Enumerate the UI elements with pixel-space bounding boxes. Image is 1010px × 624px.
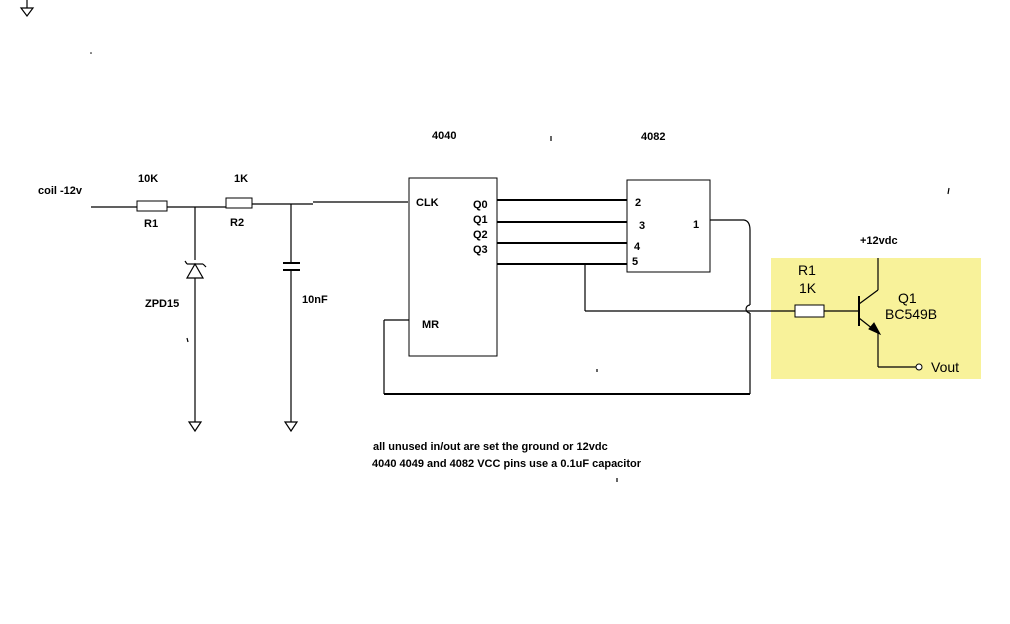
ic-4040-q0: Q0	[473, 199, 488, 211]
r2-ref: R2	[230, 217, 244, 229]
ic-4040-q3: Q3	[473, 244, 488, 256]
zener-diode	[184, 207, 207, 433]
ic-4082-pin-3: 3	[639, 220, 645, 232]
ic-4082-name: 4082	[641, 131, 665, 143]
ic-4040-mr: MR	[422, 319, 439, 331]
supply-label: +12vdc	[860, 235, 898, 247]
input-label: coil -12v	[38, 185, 83, 197]
output-resistor-value: 1K	[799, 280, 817, 296]
r2-value: 1K	[234, 173, 248, 185]
ic-4040-q2: Q2	[473, 229, 488, 241]
transistor-q1	[824, 258, 923, 371]
output-stage-highlight	[771, 258, 981, 379]
ic-4040-box	[408, 177, 498, 357]
output-resistor-ref: R1	[798, 262, 816, 278]
transistor-ref: Q1	[898, 290, 917, 306]
r1-input-value: 10K	[138, 173, 158, 185]
q3-to-base-wire	[584, 264, 795, 312]
ic-4082-pin-5: 5	[632, 256, 638, 268]
ic-4082-pin-4: 4	[634, 241, 641, 253]
stray-dot	[90, 52, 92, 54]
note-line-1: all unused in/out are set the ground or …	[373, 441, 608, 453]
ground-symbol-top	[19, 0, 35, 17]
vout-label: Vout	[931, 359, 959, 375]
ic-4082-box	[626, 179, 711, 273]
resistor-r1-input	[136, 200, 168, 212]
feedback-wire	[383, 219, 751, 395]
transistor-part: BC549B	[885, 306, 937, 322]
ic-4040-name: 4040	[432, 130, 456, 142]
ic-4082-pin-1: 1	[693, 219, 699, 231]
zener-ref: ZPD15	[145, 298, 179, 310]
resistor-r1-output	[794, 304, 825, 318]
counter-to-gate-wires	[497, 199, 627, 265]
ic-4040-q1: Q1	[473, 214, 488, 226]
input-wire	[91, 201, 408, 208]
capacitor-10nf	[283, 204, 300, 433]
vout-terminal	[915, 363, 923, 371]
r1-input-ref: R1	[144, 218, 158, 230]
ic-4082-pin-2: 2	[635, 197, 641, 209]
capacitor-value: 10nF	[302, 294, 328, 306]
ic-4040-clk: CLK	[416, 197, 439, 209]
note-line-2: 4040 4049 and 4082 VCC pins use a 0.1uF …	[372, 458, 642, 470]
resistor-r2	[225, 197, 253, 209]
